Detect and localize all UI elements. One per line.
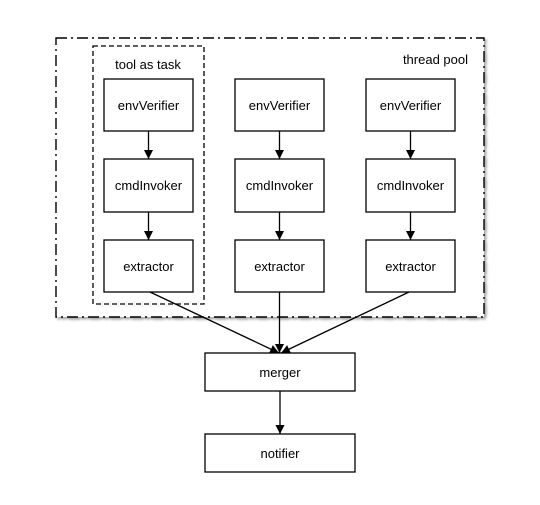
extractor-label: extractor [123,259,174,274]
env-verifier-label: envVerifier [249,98,311,113]
arrow-extractor-3-to-merger [280,291,410,354]
tool-as-task-label: tool as task [115,57,181,72]
extractor-box [234,239,325,293]
notifier-box [204,433,356,473]
thread-pool-label: thread pool [403,52,468,67]
merger-box [204,352,356,392]
cmd-invoker-label: cmdInvoker [377,178,445,193]
cmd-invoker-box [365,158,456,213]
cmd-invoker-box [103,158,194,213]
tool-as-task-group [92,45,205,305]
extractor-label: extractor [254,259,305,274]
extractor-box [103,239,194,293]
cmd-invoker-label: cmdInvoker [246,178,314,193]
cmd-invoker-label: cmdInvoker [115,178,183,193]
env-verifier-box [234,78,325,132]
worker-column-3: envVerifier cmdInvoker extractor [365,78,456,293]
extractor-box [365,239,456,293]
env-verifier-box [103,78,194,132]
extractor-label: extractor [385,259,436,274]
worker-column-2: envVerifier cmdInvoker extractor [234,78,325,293]
arrow-extractor-1-to-merger [149,291,280,354]
notifier-label: notifier [260,446,300,461]
env-verifier-label: envVerifier [380,98,442,113]
env-verifier-label: envVerifier [118,98,180,113]
cmd-invoker-box [234,158,325,213]
merger-label: merger [259,365,301,380]
worker-column-1: envVerifier cmdInvoker extractor [103,78,194,293]
